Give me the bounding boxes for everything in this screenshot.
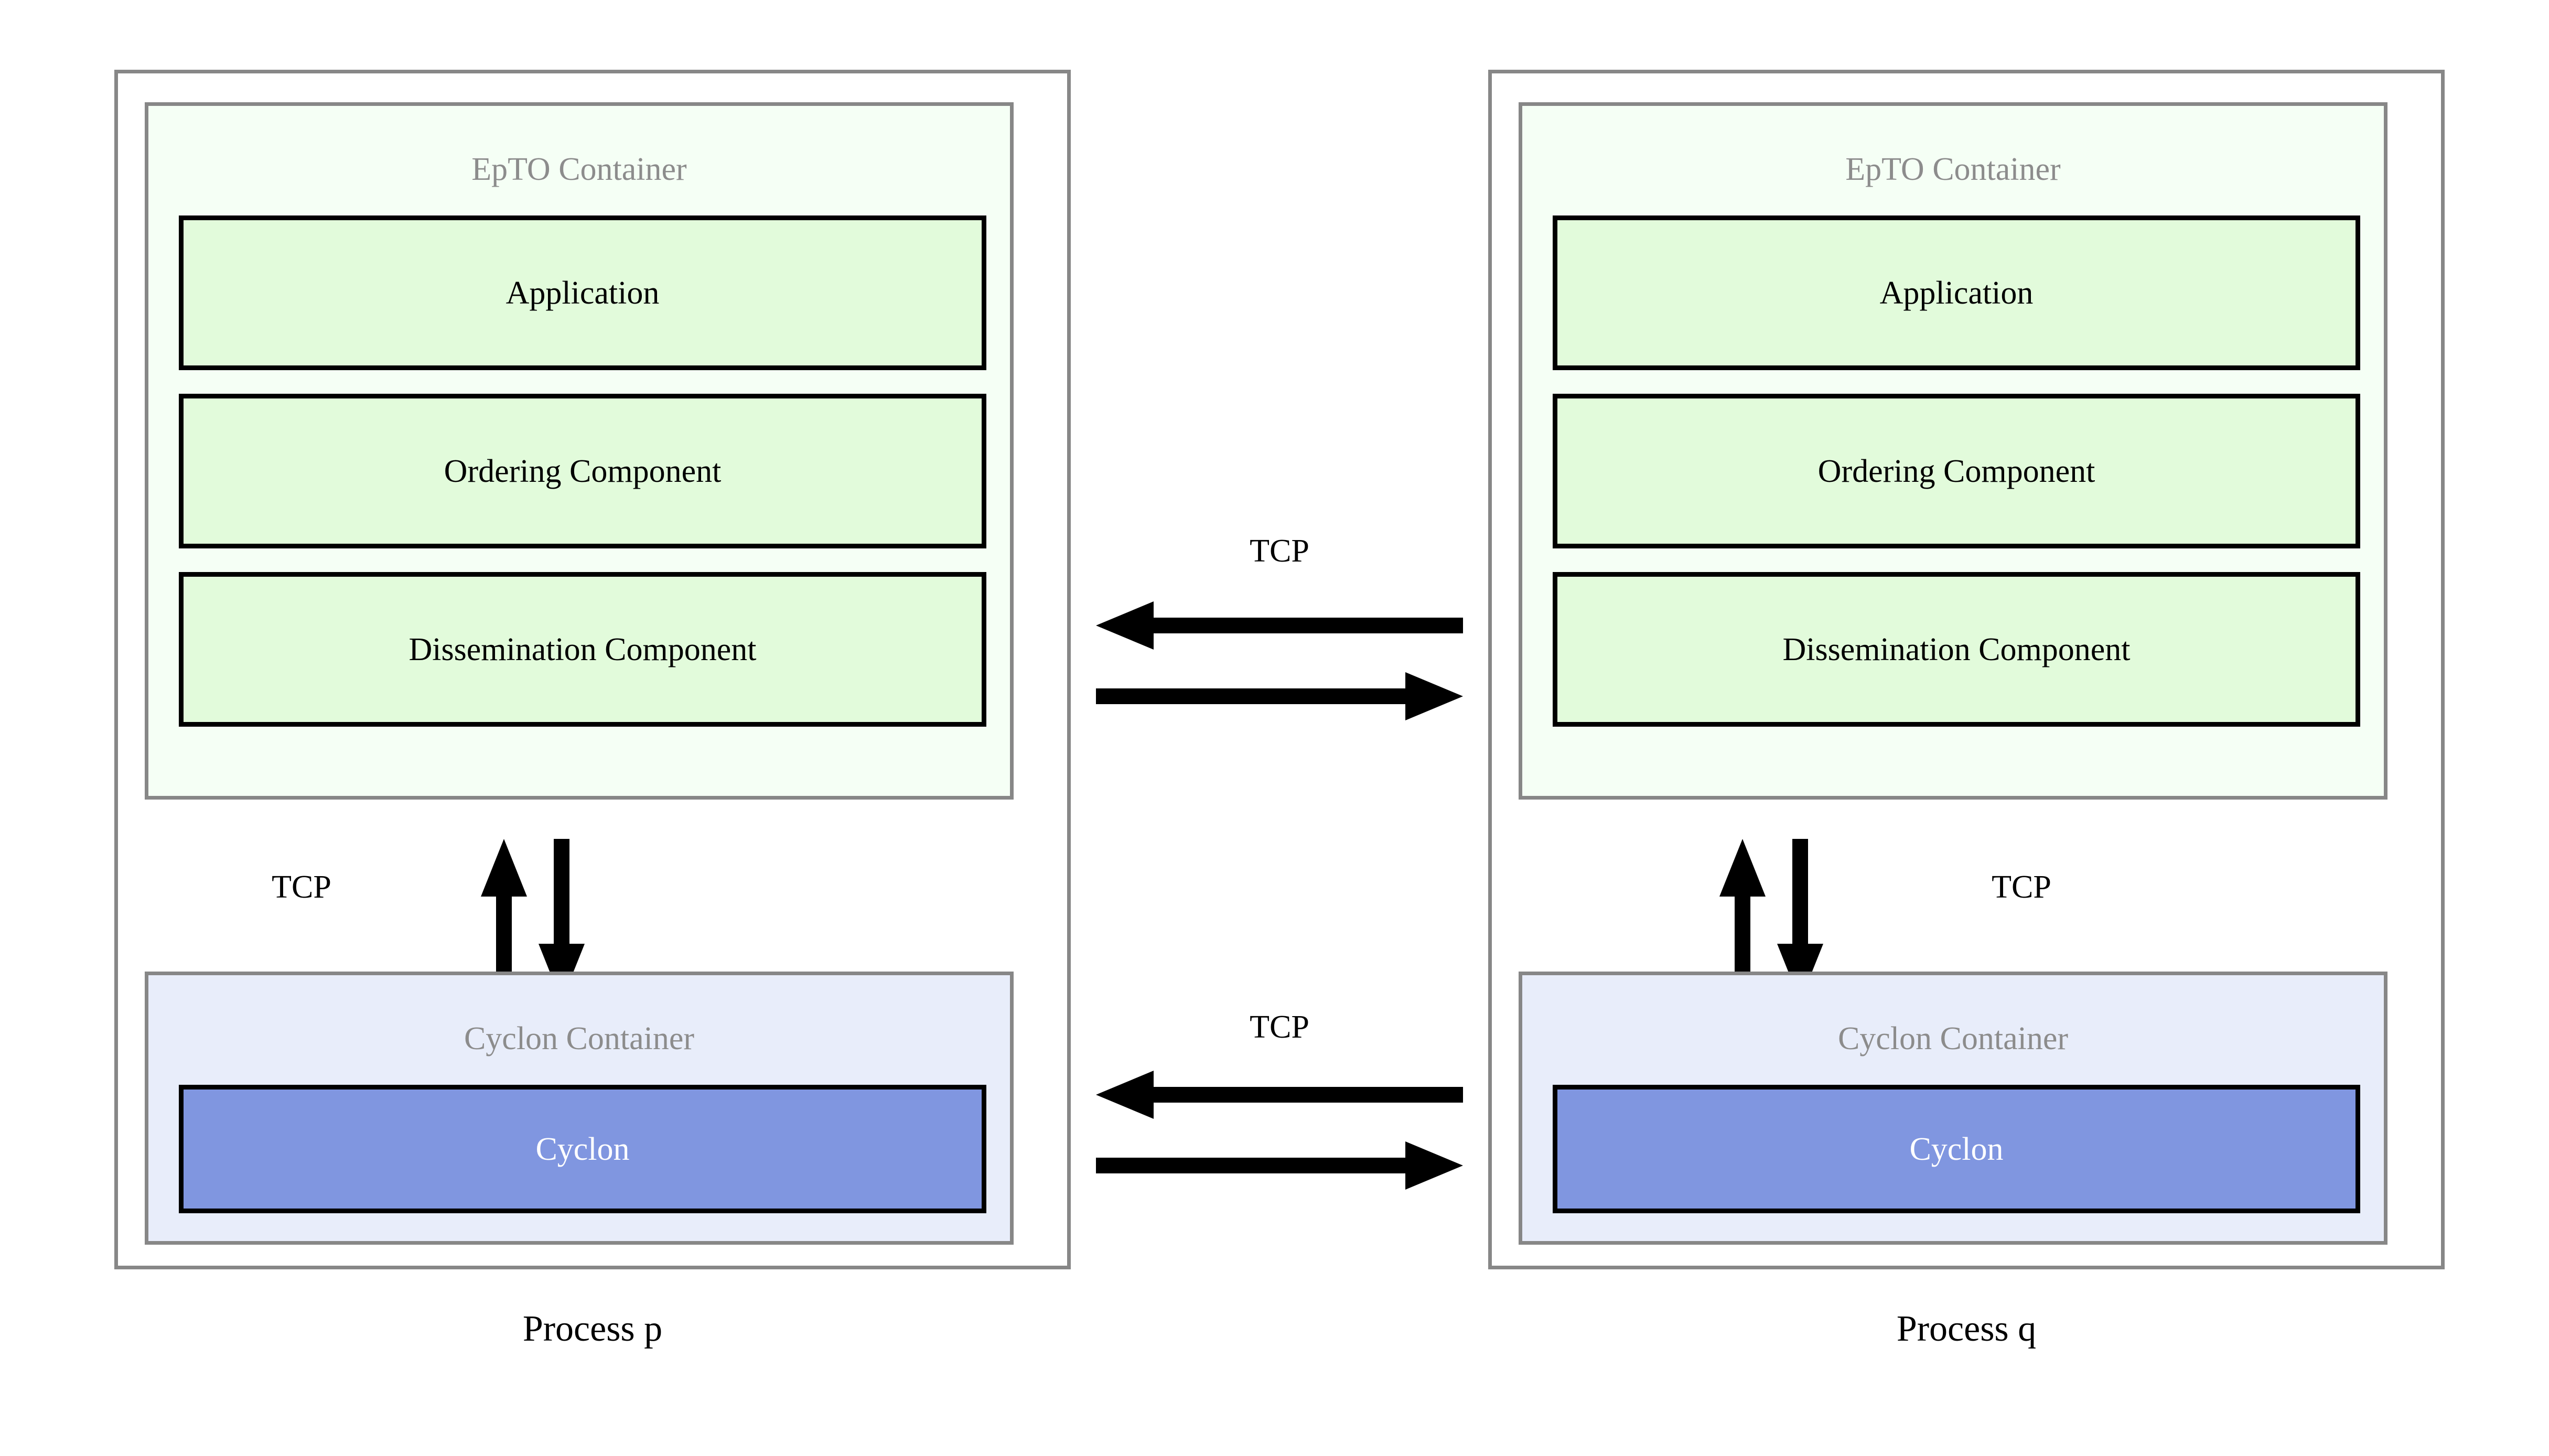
component-dissemination-q[interactable]: Dissemination Component [1553,572,2360,727]
component-dissemination-p[interactable]: Dissemination Component [179,572,986,727]
arrow-left-epto-link [1096,600,1463,651]
process-frame-p: EpTO Container Application Ordering Comp… [114,70,1071,1269]
process-frame-q: EpTO Container Application Ordering Comp… [1488,70,2445,1269]
component-label: Ordering Component [444,453,722,489]
tcp-label-epto-link: TCP [1250,533,1309,569]
tcp-label-internal-q: TCP [1992,869,2051,905]
component-label: Cyclon [1909,1131,2004,1167]
component-label: Application [506,275,660,311]
cyclon-container-title: Cyclon Container [464,1021,695,1056]
cyclon-container-q: Cyclon Container Cyclon [1519,972,2387,1245]
component-label: Dissemination Component [408,631,757,667]
epto-container-q: EpTO Container Application Ordering Comp… [1519,102,2387,800]
cyclon-container-title: Cyclon Container [1837,1021,2069,1056]
process-caption-p: Process p [522,1309,663,1349]
component-label: Application [1879,275,2034,311]
component-application-p[interactable]: Application [179,215,986,370]
epto-container-title: EpTO Container [1845,152,2061,187]
arrow-left-cyclon-link [1096,1070,1463,1120]
arrow-right-cyclon-link [1096,1140,1463,1191]
tcp-label-internal-p: TCP [272,869,331,905]
epto-container-title: EpTO Container [471,152,687,187]
component-label: Ordering Component [1817,453,2095,489]
process-caption-q: Process q [1896,1309,2037,1349]
epto-container-p: EpTO Container Application Ordering Comp… [145,102,1014,800]
component-label: Cyclon [535,1131,630,1167]
component-cyclon-p[interactable]: Cyclon [179,1085,986,1213]
component-ordering-p[interactable]: Ordering Component [179,394,986,548]
arrow-right-epto-link [1096,671,1463,721]
cyclon-container-p: Cyclon Container Cyclon [145,972,1014,1245]
tcp-label-cyclon-link: TCP [1250,1009,1309,1045]
component-label: Dissemination Component [1782,631,2131,667]
component-cyclon-q[interactable]: Cyclon [1553,1085,2360,1213]
component-ordering-q[interactable]: Ordering Component [1553,394,2360,548]
component-application-q[interactable]: Application [1553,215,2360,370]
